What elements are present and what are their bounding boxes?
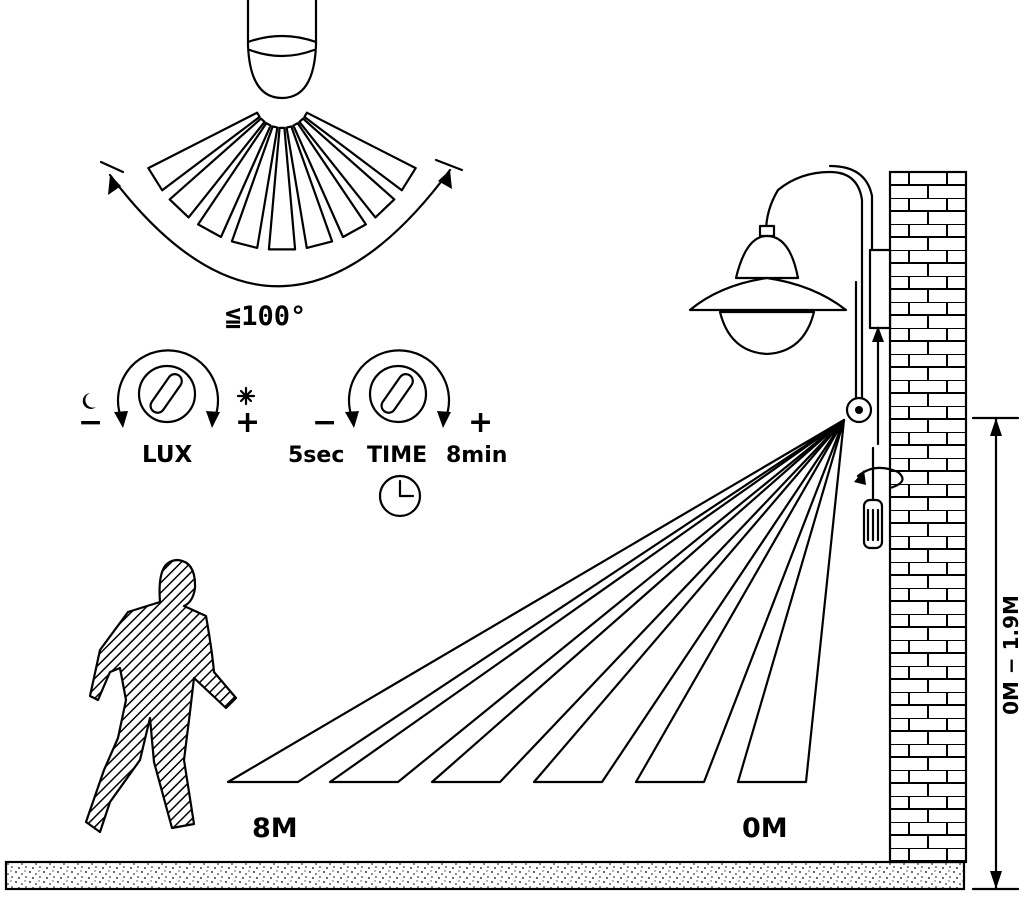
- wall-lamp: [688, 164, 904, 550]
- brick-wall: [888, 170, 968, 864]
- ground-strip: [4, 860, 966, 891]
- lamp-dome: [734, 234, 800, 280]
- sun-icon: [236, 386, 256, 406]
- time-arrow-right-icon: [437, 411, 451, 428]
- lamp-arm: [764, 170, 864, 284]
- side-fan-beam: [226, 418, 846, 784]
- detection-angle-label: ≦100°: [225, 301, 306, 332]
- time-minus-symbol: −: [312, 405, 337, 440]
- top-fan-wedge: [197, 122, 272, 239]
- time-control: − + 5sec TIME 8min: [288, 349, 507, 518]
- lux-label: LUX: [142, 442, 193, 468]
- time-arrow-left-icon: [345, 411, 359, 428]
- arc-end-tick-right: [434, 158, 464, 172]
- lux-arrow-right-icon: [206, 411, 220, 428]
- top-fan-wedge: [147, 111, 261, 192]
- wall-bricks: [888, 170, 968, 864]
- wall-sensor-lens: [855, 406, 863, 414]
- time-rotation-arc: [347, 349, 451, 422]
- side-fan-beam: [328, 418, 846, 784]
- top-fan-wedge: [285, 125, 334, 249]
- top-detection-fan: [147, 111, 417, 251]
- moon-icon: [82, 393, 96, 409]
- side-detection-fan: [226, 418, 846, 784]
- screwdriver-icon: [862, 446, 884, 550]
- time-label: TIME: [367, 443, 427, 468]
- clock-icon: [378, 474, 422, 518]
- top-fan-wedge: [292, 122, 367, 239]
- height-arrow-bottom-icon: [990, 871, 1002, 889]
- top-fan-wedge: [303, 111, 417, 192]
- lamp-wall-mount: [868, 248, 892, 330]
- lamp-arm-outer: [828, 164, 874, 284]
- side-fan-beam: [532, 418, 846, 784]
- top-fan-wedge: [230, 125, 279, 249]
- time-min-label: 5sec: [288, 443, 344, 468]
- side-fan-beam: [736, 418, 846, 784]
- mounting-height-label: 0M − 1.9M: [999, 595, 1023, 715]
- side-fan-beam: [430, 418, 846, 784]
- adjust-arrow-up-icon: [872, 326, 884, 342]
- sensor-top-view: ≦100°: [99, 0, 464, 332]
- walking-person-icon: [84, 558, 238, 834]
- lux-minus-symbol: −: [78, 405, 103, 440]
- time-max-label: 8min: [446, 443, 507, 468]
- height-arrow-top-icon: [990, 418, 1002, 436]
- time-plus-symbol: +: [468, 405, 493, 440]
- lamp-globe: [718, 310, 816, 356]
- side-fan-beam: [634, 418, 846, 784]
- lux-knob: [137, 364, 197, 424]
- lamp-cap: [758, 224, 776, 238]
- lamp-shade: [688, 276, 848, 312]
- sensor-lens-rim-lower: [248, 48, 316, 58]
- detection-angle-arc: [108, 168, 452, 288]
- lux-rotation-arc: [116, 349, 220, 422]
- arc-end-tick-left: [99, 160, 125, 174]
- time-knob: [368, 364, 428, 424]
- lux-arrow-left-icon: [114, 411, 128, 428]
- top-fan-wedge: [267, 126, 297, 251]
- rotate-arrow-icon: [854, 470, 866, 485]
- range-far-label: 8M: [252, 813, 298, 844]
- range-near-label: 0M: [742, 813, 788, 844]
- top-fan-wedge: [168, 117, 266, 219]
- top-fan-wedge: [298, 117, 396, 219]
- arc-arrow-right-icon: [438, 170, 452, 189]
- lux-plus-symbol: +: [235, 405, 260, 440]
- sensor-body: [246, 0, 318, 100]
- lux-knob-slot: [149, 373, 183, 414]
- time-knob-slot: [380, 373, 414, 414]
- sensor-lens-rim: [246, 34, 318, 44]
- arc-arrow-left-icon: [108, 175, 121, 195]
- rotate-arrow: [856, 466, 904, 490]
- mounting-height-dimension: 0M − 1.9M: [971, 416, 1023, 891]
- lux-control: − + LUX: [78, 349, 260, 468]
